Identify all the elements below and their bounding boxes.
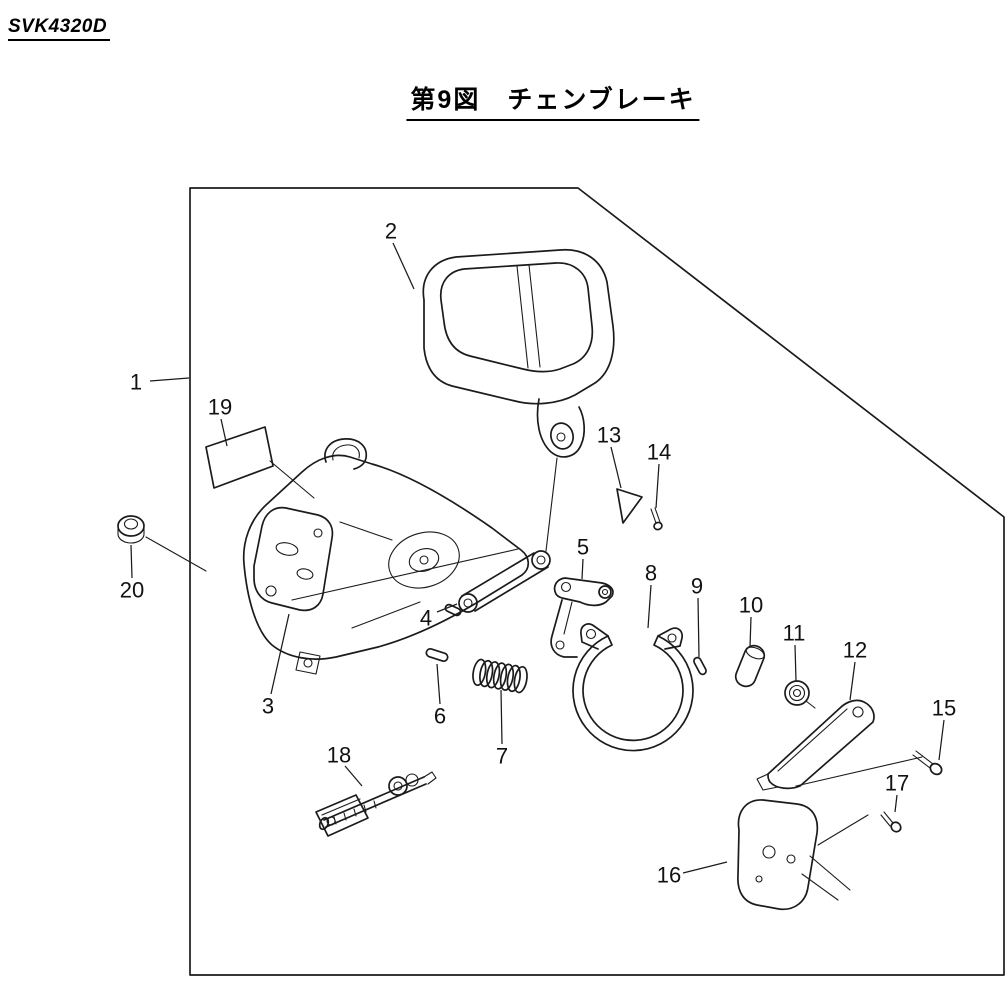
part-13-leader-line — [610, 446, 622, 489]
part-19-label: 19 — [208, 395, 232, 420]
part-20-label: 20 — [120, 578, 144, 603]
part-17-screw — [880, 811, 902, 833]
part-18-leader-line — [344, 765, 363, 787]
part-2-hand-guard — [422, 248, 615, 458]
part-16-guide-plate — [737, 799, 851, 911]
part-6-label: 6 — [434, 704, 446, 729]
part-18-tensioner-assembly — [315, 771, 437, 837]
part-3-label: 3 — [262, 694, 274, 719]
part-8-brake-band — [572, 623, 694, 752]
part-1-leader-line — [149, 377, 190, 382]
part-9-leader-line — [697, 597, 700, 658]
part-20-leader-line — [130, 544, 133, 579]
part-8-leader-line — [647, 584, 652, 629]
document-code: SVK4320D — [8, 16, 111, 41]
part-2-leader-line — [392, 242, 415, 290]
part-11-coil-spring — [784, 680, 816, 709]
part-9-pin — [693, 656, 707, 676]
part-14-screw — [650, 507, 663, 531]
part-6-leader-line — [436, 663, 441, 705]
part-14-leader-line — [655, 463, 660, 509]
part-5-label: 5 — [577, 535, 589, 560]
part-13-label: 13 — [597, 423, 621, 448]
part-3-brake-housing — [242, 438, 530, 675]
part-12-leader-line — [849, 661, 856, 701]
part-2-label: 2 — [385, 219, 397, 244]
part-5-leader-line — [581, 558, 584, 580]
part-12-cover-bracket — [756, 699, 875, 791]
part-3-leader-line — [270, 613, 290, 695]
part-7-spring — [472, 658, 528, 694]
part-6-pin — [425, 647, 449, 663]
part-4-label: 4 — [420, 606, 432, 631]
part-18-label: 18 — [327, 743, 351, 768]
part-10-label: 10 — [739, 593, 763, 618]
part-14-label: 14 — [647, 440, 671, 465]
part-5-latch-lever — [550, 577, 614, 658]
part-8-label: 8 — [645, 561, 657, 586]
assembly-alignment-lines — [291, 457, 923, 846]
part-4-leader-line — [436, 603, 458, 613]
part-9-label: 9 — [691, 574, 703, 599]
part-7-label: 7 — [496, 744, 508, 769]
part-4-actuating-lever — [444, 550, 551, 617]
part-16-label: 16 — [657, 863, 681, 888]
part-15-screw — [912, 750, 943, 776]
part-19-sticker — [205, 426, 315, 499]
part-11-leader-line — [794, 644, 797, 682]
part-20-nut — [117, 515, 207, 572]
part-10-leader-line — [749, 616, 752, 648]
part-7-leader-line — [500, 689, 503, 745]
part-17-leader-line — [894, 794, 898, 813]
part-19-leader-line — [220, 418, 228, 447]
figure-title: 第9図 チェンブレーキ — [406, 80, 700, 121]
part-1-label: 1 — [130, 370, 142, 395]
part-11-label: 11 — [783, 621, 806, 646]
part-16-leader-line — [682, 861, 728, 874]
part-13-clip — [616, 488, 643, 524]
part-10-cylinder — [734, 644, 766, 688]
part-17-label: 17 — [885, 771, 909, 796]
part-12-label: 12 — [843, 638, 867, 663]
part-15-leader-line — [938, 719, 945, 761]
diagram-border-frame — [189, 187, 1005, 976]
diagram-artwork — [117, 187, 1005, 976]
part-15-label: 15 — [932, 696, 956, 721]
